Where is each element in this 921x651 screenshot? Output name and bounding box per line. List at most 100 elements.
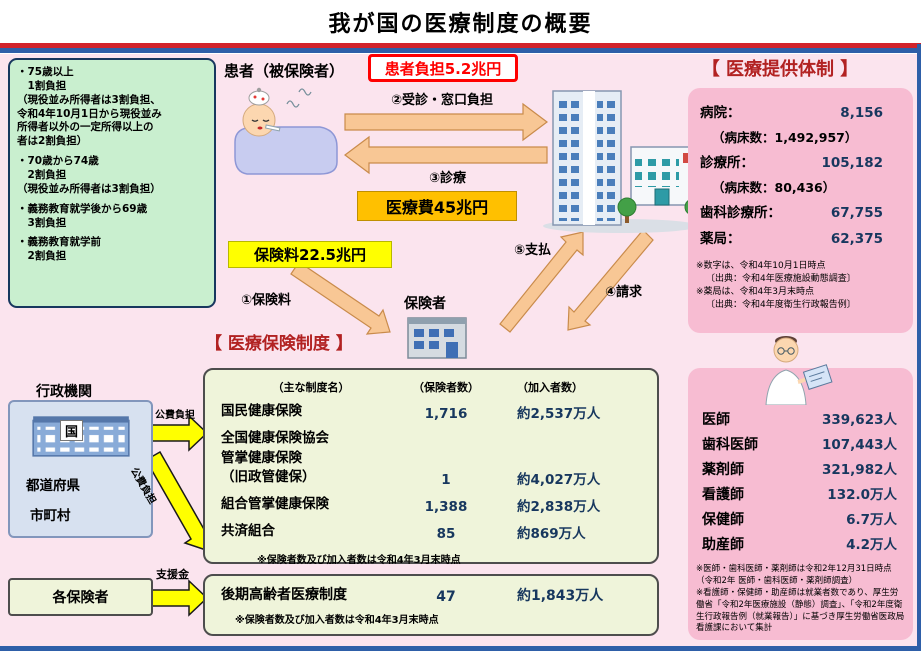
copay-group-70-74: ・70歳から74歳 2割負担 （現役並み所得者は3割負担）	[17, 155, 161, 195]
row-label: 病院：	[700, 105, 741, 121]
insurer-count: 1	[441, 471, 451, 488]
provider-rows: 病院： 8,156 （病床数：1,492,957） 診療所： 105,182 （…	[688, 88, 913, 252]
entity-national: 国	[60, 420, 84, 441]
staff-note: ※医師・歯科医師・薬剤師は令和2年12月31日時点	[696, 564, 892, 574]
provider-row-pharmacies: 薬局： 62,375	[688, 226, 913, 252]
table-row: 全国健康保険協会 管掌健康保険 （旧政管健保） 1 約4,027万人	[205, 429, 657, 488]
insurer-count: 85	[436, 525, 456, 542]
col-header-members: （加入者数）	[517, 381, 583, 394]
table-row: 共済組合 85 約869万人	[205, 522, 657, 542]
title-rule-blue	[0, 48, 921, 53]
staff-label: 看護師	[702, 487, 744, 503]
staff-row-dentist: 歯科医師 107,443人	[688, 433, 913, 458]
step4-claim-label: ④請求	[605, 285, 643, 300]
col-header-insurers: （保険者数）	[413, 381, 479, 394]
provider-note-source: 〔出典：令和4年度衛生行政報告例〕	[706, 300, 856, 311]
step2-visit-label: ②受診・窓口負担	[391, 93, 494, 108]
provider-row-clinics: 診療所： 105,182	[688, 150, 913, 176]
staff-row-public-health-nurse: 保健師 6.7万人	[688, 508, 913, 533]
scheme-name: 全国健康保険協会 管掌健康保険 （旧政管健保）	[221, 430, 329, 486]
staff-value: 4.2万人	[846, 537, 897, 553]
copay-group-school-69: ・義務教育就学後から69歳 3割負担	[17, 202, 148, 229]
staff-note: （令和2年 医師・歯科医師・薬剤師調査）	[696, 575, 858, 586]
public-fund-label-1: 公費負担	[155, 410, 195, 421]
staff-label: 助産師	[702, 537, 744, 553]
provider-row-hospital-beds: （病床数：1,492,957）	[712, 130, 858, 145]
insurance-system-title: 【 医療保険制度 】	[205, 334, 353, 354]
scheme-name: 共済組合	[221, 523, 275, 540]
step3-treatment-label: ③診療	[429, 171, 467, 186]
insurer-building-icon	[407, 317, 467, 359]
insurer-count: 1,388	[424, 498, 468, 515]
staff-value: 132.0万人	[827, 487, 897, 503]
elderly-system-box: 後期高齢者医療制度 47 約1,843万人 ※保険者数及び加入者数は令和4年3月…	[203, 574, 659, 636]
government-box: 国 都道府県 市町村	[8, 400, 153, 538]
frame-bottom	[0, 646, 921, 651]
member-count: 約2,537万人	[517, 406, 601, 422]
staff-value: 321,982人	[822, 462, 897, 478]
table-row: 国民健康保険 1,716 約2,537万人	[205, 402, 657, 422]
page-title: 我が国の医療制度の概要	[328, 12, 593, 37]
each-insurer-box: 各保険者	[8, 578, 153, 616]
provider-note-source: 〔出典：令和4年医療施設動態調査〕	[706, 274, 856, 285]
entity-prefecture: 都道府県	[26, 478, 80, 494]
row-value: 105,182	[821, 155, 884, 171]
provider-system-title: 【 医療提供体制 】	[701, 59, 859, 80]
staff-rows: 医師 339,623人 歯科医師 107,443人 薬剤師 321,982人 看…	[688, 368, 913, 558]
row-label: 歯科診療所：	[700, 205, 781, 221]
row-label: 診療所：	[700, 155, 754, 171]
step1-premium-label: ①保険料	[241, 293, 292, 308]
staff-value: 107,443人	[822, 437, 897, 453]
medical-cost-box: 医療費45兆円	[357, 191, 517, 221]
staff-label: 保健師	[702, 512, 744, 528]
insurance-table-header: （主な制度名） （保険者数） （加入者数）	[205, 370, 657, 395]
staff-row-doctor: 医師 339,623人	[688, 408, 913, 433]
insurer-label: 保険者	[404, 296, 446, 312]
patient-label: 患者（被保険者）	[224, 62, 345, 80]
copay-rates-panel: ・75歳以上 1割負担 （現役並み所得者は3割負担、 令和4年10月1日から現役…	[8, 58, 216, 308]
provider-row-dental: 歯科診療所： 67,755	[688, 200, 913, 226]
staff-label: 薬剤師	[702, 462, 744, 478]
provider-row-hospitals: 病院： 8,156	[688, 100, 913, 126]
provider-notes: ※数字は、令和4年10月1日時点 〔出典：令和4年医療施設動態調査〕 ※薬局は、…	[688, 252, 913, 312]
step5-payment-label: ⑤支払	[514, 243, 552, 258]
staff-value: 6.7万人	[846, 512, 897, 528]
entity-municipality: 市町村	[30, 508, 71, 524]
scheme-name: 後期高齢者医療制度	[221, 587, 347, 603]
provider-note: ※数字は、令和4年10月1日時点	[696, 261, 826, 271]
insurance-table: （主な制度名） （保険者数） （加入者数） 国民健康保険 1,716 約2,53…	[203, 368, 659, 566]
scheme-name: 組合管掌健康保険	[221, 496, 329, 513]
member-count: 約2,838万人	[517, 498, 601, 515]
hospital-building-icon	[543, 90, 702, 233]
staff-value: 339,623人	[822, 412, 897, 428]
copay-group-preschool: ・義務教育就学前 2割負担	[17, 236, 101, 263]
member-count: 約1,843万人	[517, 588, 604, 605]
staff-notes: ※医師・歯科医師・薬剤師は令和2年12月31日時点 （令和2年 医師・歯科医師・…	[688, 558, 913, 635]
staff-label: 歯科医師	[702, 437, 758, 453]
row-value: 8,156	[840, 105, 883, 121]
sick-patient-icon	[234, 87, 338, 175]
staff-row-midwife: 助産師 4.2万人	[688, 533, 913, 558]
government-label: 行政機関	[36, 384, 92, 400]
insurer-count: 47	[436, 589, 456, 606]
staff-label: 医師	[702, 412, 730, 428]
patient-burden-box: 患者負担5.2兆円	[368, 54, 518, 82]
staff-row-nurse: 看護師 132.0万人	[688, 483, 913, 508]
row-label: 薬局：	[700, 231, 741, 247]
insurance-table-note: ※保険者数及び加入者数は令和4年3月末時点	[257, 554, 461, 566]
col-header-name: （主な制度名）	[272, 381, 350, 394]
title-rule-red	[0, 43, 921, 48]
member-count: 約4,027万人	[517, 471, 601, 488]
staff-note: ※看護師・保健師・助産師は就業者数であり、厚生労働省「令和2年医療施設（静態）調…	[696, 587, 905, 634]
member-count: 約869万人	[517, 525, 586, 542]
support-fund-label: 支援金	[156, 568, 189, 581]
table-row: 後期高齢者医療制度 47 約1,843万人	[205, 585, 657, 605]
frame-right	[917, 44, 921, 651]
doctor-icon	[765, 336, 833, 405]
staff-row-pharmacist: 薬剤師 321,982人	[688, 458, 913, 483]
premium-box: 保険料22.5兆円	[228, 241, 392, 268]
row-value: 67,755	[830, 205, 883, 221]
table-row: 組合管掌健康保険 1,388 約2,838万人	[205, 495, 657, 515]
insurer-count: 1,716	[424, 406, 468, 422]
provider-note: ※薬局は、令和4年3月末時点	[696, 287, 814, 298]
